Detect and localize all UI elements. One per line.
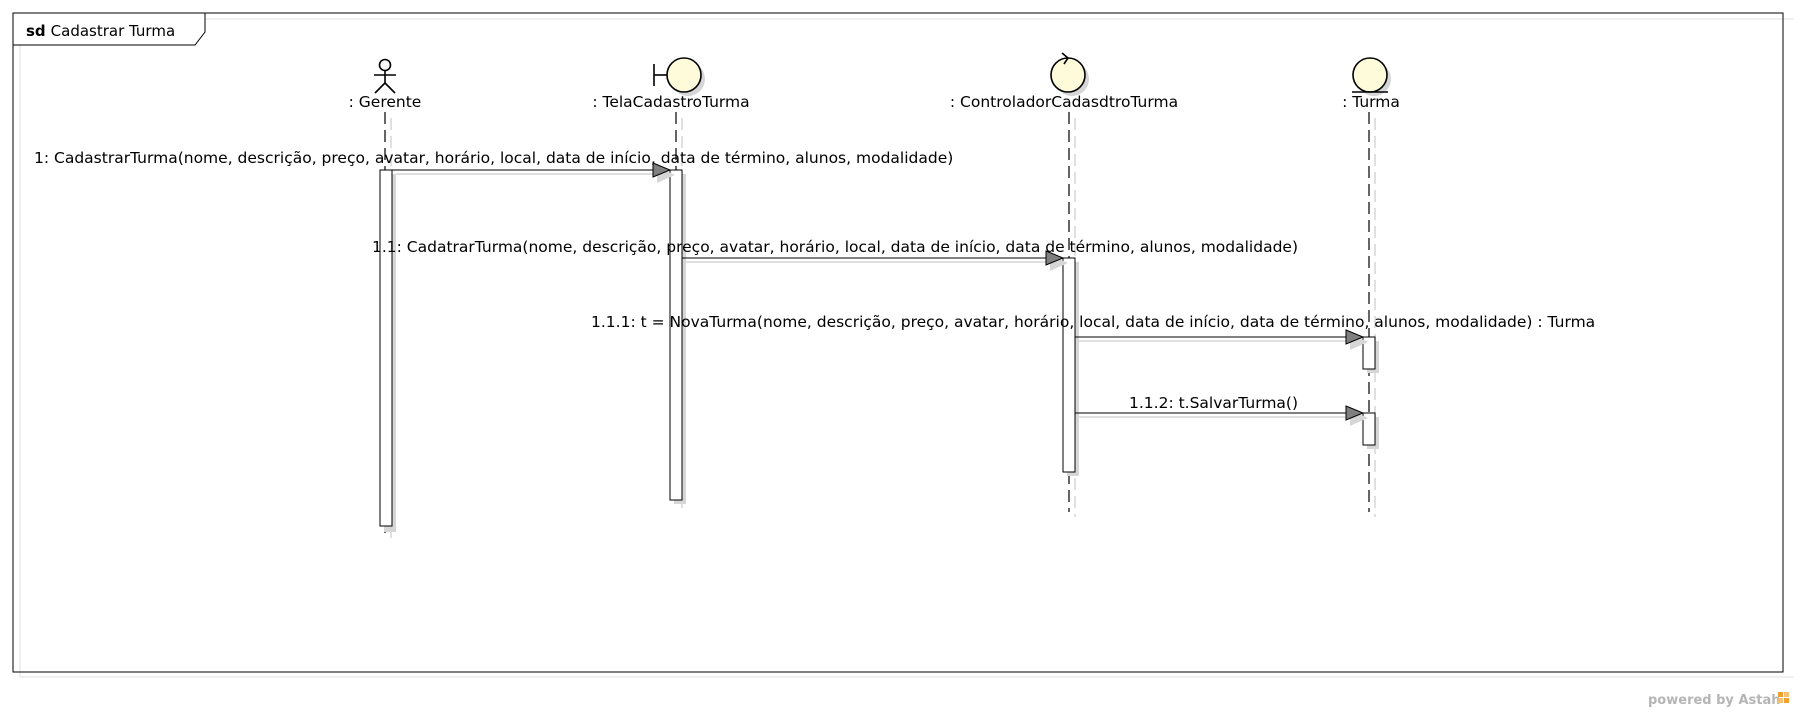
message-label-1: 1: CadastrarTurma(nome, descrição, preço… <box>34 149 953 167</box>
activation-bar-turma-1 <box>1362 336 1376 370</box>
lifeline-label-controlador: : ControladorCadasdtroTurma <box>950 93 1178 111</box>
lifeline-tela-cadastro-turma: : TelaCadastroTurma <box>592 57 750 512</box>
message-1: 1: CadastrarTurma(nome, descrição, preço… <box>34 149 953 183</box>
activation-bar-tela <box>669 169 683 501</box>
message-1-1-2: 1.1.2: t.SalvarTurma() <box>1075 394 1368 426</box>
frame-label: sd Cadastrar Turma <box>26 22 175 40</box>
message-label-1-1-2: 1.1.2: t.SalvarTurma() <box>1129 394 1298 412</box>
frame-tab <box>12 12 206 46</box>
message-label-1-1-1: 1.1.1: t = NovaTurma(nome, descrição, pr… <box>591 313 1595 331</box>
control-icon <box>1050 52 1089 96</box>
activation-bar-turma-2 <box>1362 412 1376 446</box>
activation-bar-gerente <box>379 169 393 527</box>
diagram-frame: sd Cadastrar Turma <box>12 12 1794 678</box>
frame-keyword: sd <box>26 22 46 40</box>
lifeline-label-gerente: : Gerente <box>349 93 422 111</box>
powered-by-footer: powered by Astah <box>1648 692 1789 708</box>
message-arrowhead <box>652 162 672 178</box>
actor-icon <box>374 58 396 94</box>
message-label-1-1: 1.1: CadatrarTurma(nome, descrição, preç… <box>372 238 1298 256</box>
lifeline-label-turma: : Turma <box>1342 93 1400 111</box>
message-arrowhead <box>1045 250 1065 266</box>
message-arrowhead <box>1345 405 1365 421</box>
entity-icon <box>1352 57 1391 96</box>
lifeline-controlador: : ControladorCadasdtroTurma <box>950 52 1178 517</box>
footer-text: powered by Astah <box>1648 693 1780 708</box>
message-1-1-1: 1.1.1: t = NovaTurma(nome, descrição, pr… <box>591 313 1595 350</box>
lifeline-turma: : Turma <box>1342 57 1400 517</box>
lifeline-label-tela: : TelaCadastroTurma <box>592 93 749 111</box>
message-1-1: 1.1: CadatrarTurma(nome, descrição, preç… <box>372 238 1298 271</box>
lifeline-gerente: : Gerente <box>349 58 422 538</box>
astah-logo-icon <box>1778 692 1789 703</box>
activation-bar-controlador <box>1062 257 1076 473</box>
message-arrowhead <box>1345 329 1365 345</box>
frame-title: Cadastrar Turma <box>51 22 175 40</box>
boundary-icon <box>653 57 705 96</box>
